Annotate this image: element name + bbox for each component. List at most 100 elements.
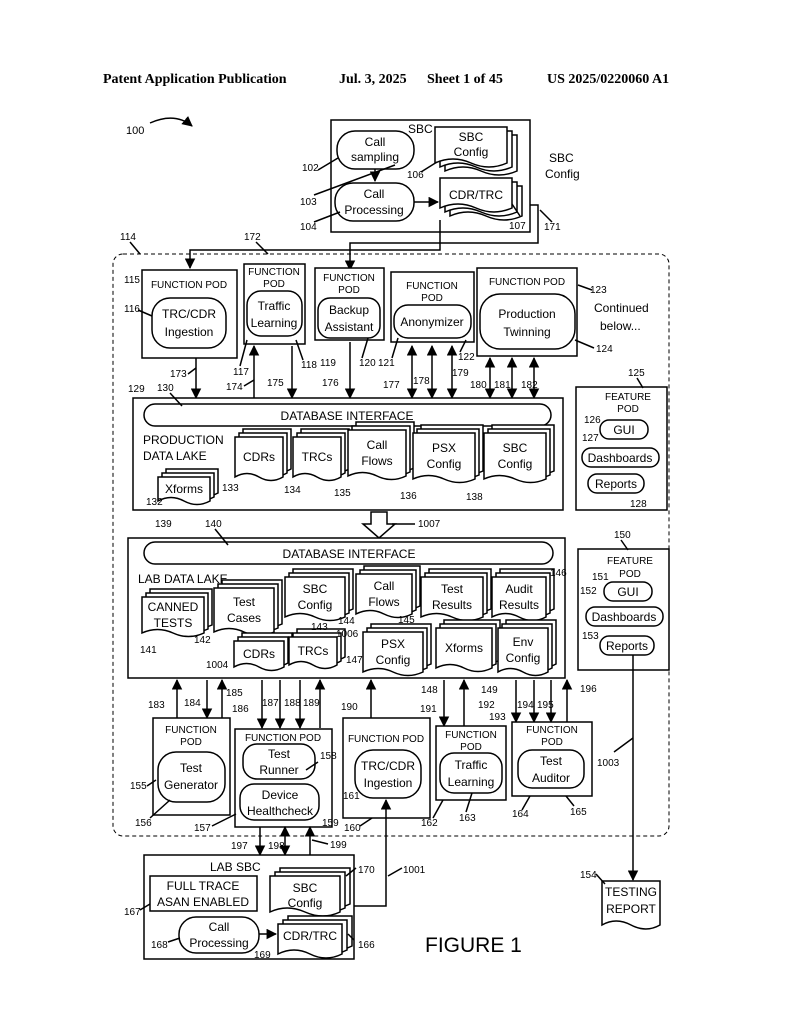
svg-text:125: 125 (628, 368, 645, 379)
feature-pod-1: FEATURE POD GUI Dashboards Reports (575, 386, 668, 511)
sbc-box: SBC Call sampling SBC Config Call Proces… (330, 119, 531, 233)
svg-text:192: 192 (478, 700, 495, 711)
svg-text:187: 187 (262, 698, 279, 709)
pod-backup-assistant: FUNCTION POD Backup Assistant (314, 267, 385, 341)
svg-text:152: 152 (580, 586, 597, 597)
svg-text:118: 118 (301, 360, 317, 371)
svg-text:167: 167 (124, 907, 141, 918)
svg-text:Call: Call (365, 135, 386, 149)
svg-text:TRCs: TRCs (302, 450, 333, 464)
svg-text:121: 121 (378, 358, 395, 369)
cdr-trc-doc: CDR/TRC (439, 177, 523, 221)
svg-text:174: 174 (226, 382, 243, 393)
svg-text:CDR/TRC: CDR/TRC (283, 929, 337, 943)
svg-text:FUNCTION: FUNCTION (526, 725, 578, 736)
svg-text:Results: Results (432, 598, 472, 612)
svg-text:144: 144 (338, 616, 355, 627)
svg-text:Dashboards: Dashboards (592, 610, 657, 624)
svg-text:143: 143 (311, 622, 328, 633)
svg-text:SBC: SBC (503, 441, 528, 455)
lab-database-interface (143, 541, 554, 565)
svg-text:104: 104 (300, 222, 317, 233)
sbc-config-doc: SBC Config (434, 126, 518, 176)
svg-text:119: 119 (320, 358, 336, 369)
svg-text:153: 153 (582, 631, 599, 642)
svg-text:103: 103 (300, 197, 317, 208)
svg-text:POD: POD (263, 279, 285, 290)
svg-text:Reports: Reports (606, 639, 648, 653)
svg-text:122: 122 (458, 352, 475, 363)
pod-production-twinning: FUNCTION POD Production Twinning (476, 267, 578, 357)
svg-text:Test: Test (441, 582, 464, 596)
svg-text:128: 128 (630, 499, 647, 510)
svg-text:ASAN ENABLED: ASAN ENABLED (157, 895, 249, 909)
svg-text:Twinning: Twinning (503, 325, 550, 339)
pod-test-runner-healthcheck: FUNCTION POD Test Runner Device Healthch… (234, 728, 333, 828)
lab-data-lake: DATABASE INTERFACE LAB DATA LAKE CANNEDT… (127, 537, 566, 679)
svg-text:FUNCTION POD: FUNCTION POD (151, 280, 227, 291)
svg-text:sampling: sampling (351, 150, 399, 164)
svg-text:165: 165 (570, 807, 587, 818)
svg-text:175: 175 (267, 378, 284, 389)
svg-text:Learning: Learning (251, 316, 298, 330)
svg-text:Anonymizer: Anonymizer (400, 315, 463, 329)
svg-text:160: 160 (344, 823, 361, 834)
svg-text:151: 151 (592, 572, 609, 583)
svg-text:Healthcheck: Healthcheck (247, 804, 314, 818)
svg-text:TRC/CDR: TRC/CDR (162, 307, 216, 321)
svg-text:TESTS: TESTS (154, 616, 193, 630)
testing-report-doc: TESTING REPORT (601, 880, 661, 930)
publication-date: Jul. 3, 2025 (339, 72, 407, 87)
svg-text:196: 196 (580, 684, 597, 695)
svg-text:Xforms: Xforms (445, 641, 483, 655)
pod-traffic-learning-top: FUNCTION POD Traffic Learning (243, 263, 306, 345)
svg-text:194: 194 (517, 700, 534, 711)
svg-text:115: 115 (124, 275, 140, 286)
svg-text:SBC: SBC (303, 582, 328, 596)
svg-text:106: 106 (407, 170, 424, 181)
svg-text:POD: POD (619, 569, 641, 580)
prod-cdrs-doc: CDRs (234, 428, 292, 482)
svg-text:171: 171 (544, 222, 561, 233)
svg-text:Backup: Backup (329, 303, 369, 317)
svg-text:120: 120 (359, 358, 376, 369)
pod-test-generator: FUNCTION POD Test Generator (152, 717, 231, 816)
svg-text:135: 135 (334, 488, 351, 499)
prod-trcs-doc: TRCs (292, 428, 350, 482)
svg-text:184: 184 (184, 698, 201, 709)
svg-text:178: 178 (413, 376, 430, 387)
svg-text:1006: 1006 (336, 629, 359, 640)
svg-text:Call: Call (209, 920, 230, 934)
svg-text:Test: Test (268, 747, 291, 761)
svg-text:198: 198 (268, 841, 285, 852)
svg-text:DATABASE INTERFACE: DATABASE INTERFACE (283, 547, 416, 561)
svg-text:129: 129 (128, 384, 145, 395)
svg-text:183: 183 (148, 700, 165, 711)
svg-text:1007: 1007 (418, 519, 441, 530)
svg-text:191: 191 (420, 704, 437, 715)
svg-text:123: 123 (590, 285, 607, 296)
svg-text:181: 181 (494, 380, 511, 391)
svg-text:197: 197 (231, 841, 248, 852)
svg-text:Test: Test (180, 761, 203, 775)
svg-text:Test: Test (233, 595, 256, 609)
svg-text:CDRs: CDRs (243, 450, 275, 464)
svg-text:PSX: PSX (432, 441, 456, 455)
svg-text:166: 166 (358, 940, 375, 951)
ref-100: 100 (126, 125, 144, 137)
svg-text:TESTING: TESTING (605, 885, 657, 899)
svg-text:176: 176 (322, 378, 339, 389)
svg-text:Config: Config (454, 145, 489, 159)
svg-text:161: 161 (343, 791, 360, 802)
svg-text:1004: 1004 (206, 660, 229, 671)
svg-text:190: 190 (341, 702, 358, 713)
svg-text:POD: POD (180, 737, 202, 748)
svg-text:141: 141 (140, 645, 157, 656)
svg-text:FUNCTION: FUNCTION (323, 273, 375, 284)
